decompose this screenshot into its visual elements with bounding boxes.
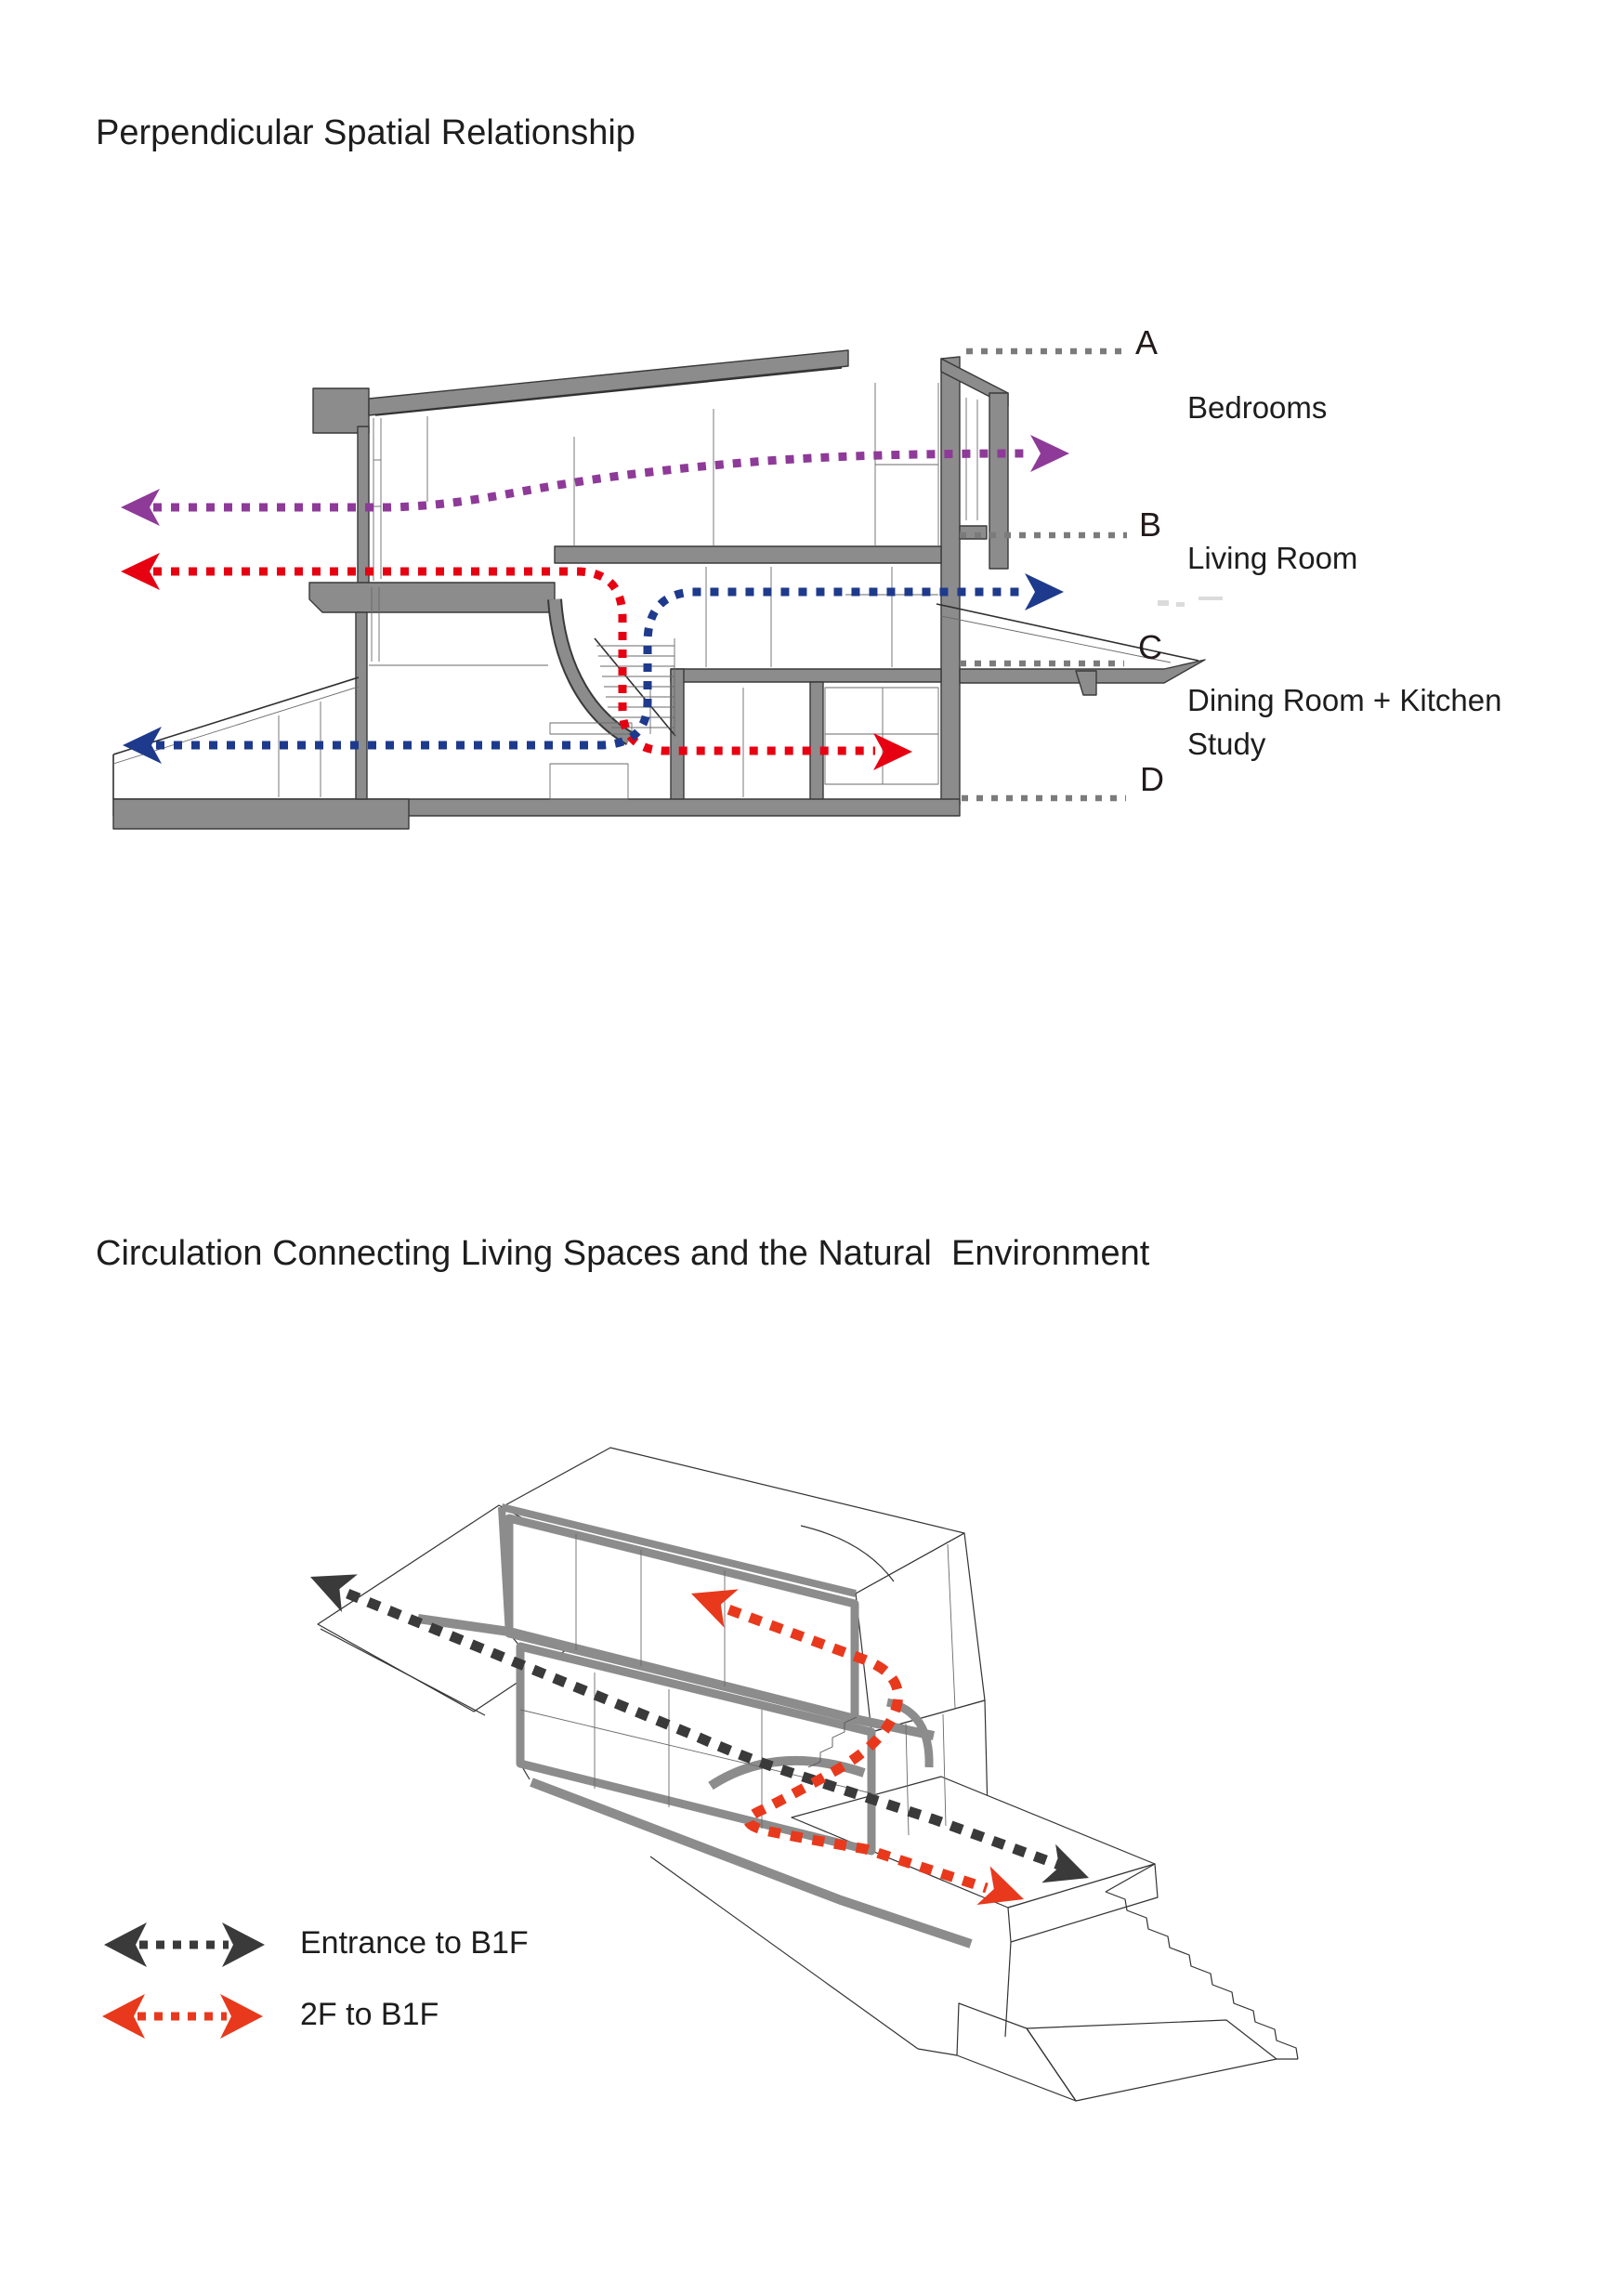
circulation-title: Circulation Connecting Living Spaces and…	[96, 1234, 1150, 1273]
basement-divider-wall	[809, 681, 824, 802]
section-drawing	[112, 348, 1223, 1715]
mid-floor-slab	[554, 545, 942, 564]
purple-flow-line	[153, 449, 1030, 512]
section-structure-lines	[112, 367, 1199, 799]
level-marker-d: D	[1140, 760, 1164, 798]
legend-arrow-entrance	[104, 1922, 265, 1967]
dining-floor-slab	[670, 668, 942, 683]
purple-flow-arrow	[121, 435, 1069, 526]
purple-arrowhead-left	[121, 489, 160, 526]
level-marker-b: B	[1139, 505, 1162, 544]
axon-outline-lines	[320, 1525, 1299, 2102]
level-leader-lines	[960, 348, 1129, 802]
axon-interior-lines	[519, 1534, 956, 1836]
blue-flow-arrow	[123, 573, 1064, 764]
2f-arrowhead-downright	[976, 1866, 1024, 1906]
legend-black-arrowhead-left	[104, 1922, 147, 1967]
outdoor-stairs	[1105, 1863, 1299, 2060]
2f-arrowhead-upleft	[691, 1589, 739, 1628]
entrance-slab-hook	[1075, 670, 1097, 696]
blue-flow-line	[156, 587, 1024, 750]
legend-red-arrowhead-left	[102, 1994, 145, 2039]
roof-slab	[368, 349, 849, 416]
interior-stair	[807, 1716, 858, 1768]
erased-label-artifact	[1158, 597, 1223, 607]
entrance-arrowhead-downright	[1041, 1843, 1089, 1883]
basement-floor-thick	[112, 798, 410, 830]
roof-edge-band	[501, 1503, 857, 1597]
blue-arrowhead-left	[123, 727, 162, 764]
legend-black-arrowhead-right	[222, 1922, 265, 1967]
red-arrowhead-left	[121, 553, 160, 590]
mid-slab-band	[417, 1614, 936, 1740]
legend-label-2f: 2F to B1F	[300, 1997, 439, 2032]
section-title: Perpendicular Spatial Relationship	[96, 113, 635, 152]
section-walls	[112, 349, 1206, 830]
2f-to-b1f-circulation-arrow	[691, 1589, 1024, 1906]
legend-red-arrowhead-right	[220, 1994, 263, 2039]
stair-wall	[670, 668, 685, 802]
living-floor-slab	[308, 582, 556, 613]
cut-frame-1f	[516, 1642, 876, 1856]
red-flow-line	[153, 567, 875, 755]
room-label-bedrooms: Bedrooms	[1187, 390, 1328, 425]
2f-to-b1f-path	[706, 1596, 989, 1894]
room-label-study: Study	[1187, 727, 1266, 761]
blue-arrowhead-right	[1025, 573, 1064, 610]
axon-drawing	[102, 1447, 1299, 2102]
purple-arrowhead-right	[1030, 435, 1069, 472]
legend-label-entrance: Entrance to B1F	[300, 1925, 529, 1961]
red-flow-arrow	[121, 553, 912, 770]
entrance-path	[324, 1580, 1068, 1873]
room-label-living: Living Room	[1187, 541, 1358, 575]
entrance-circulation-arrow	[310, 1574, 1089, 1883]
entrance-arrowhead-upleft	[310, 1574, 358, 1612]
red-arrowhead-right	[873, 733, 912, 770]
level-marker-c: C	[1138, 628, 1162, 666]
left-wall-1f	[355, 611, 368, 800]
axon-faces	[317, 1447, 1277, 2102]
legend-arrow-2f	[102, 1994, 263, 2039]
right-screen-wall	[989, 392, 1009, 570]
level-marker-a: A	[1135, 323, 1159, 361]
right-wall	[940, 356, 961, 806]
room-label-dining-kitchen: Dining Room + Kitchen	[1187, 683, 1502, 717]
bottom-band	[530, 1778, 973, 1948]
